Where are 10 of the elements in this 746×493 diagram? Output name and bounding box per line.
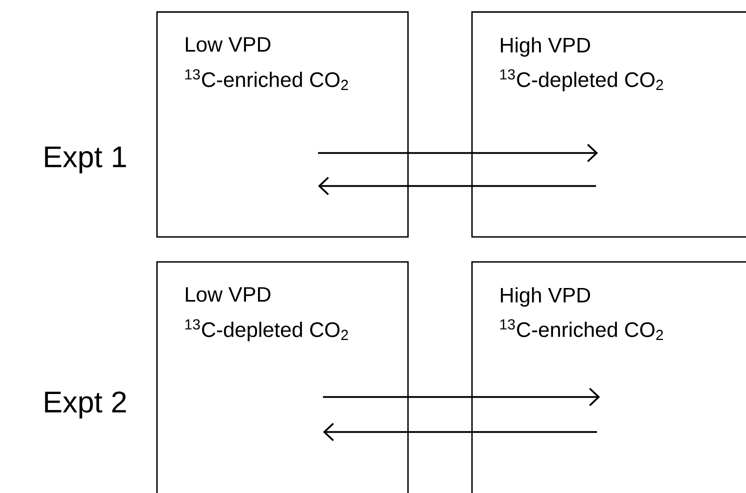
chamber-box: Low VPD $^{13}$C-enriched CO$_{2}$ [156,11,409,238]
arrow [323,388,600,406]
experiment-label: Expt 2 [45,391,126,419]
arrow [318,144,598,162]
experiment-label: Expt 1 [45,146,126,174]
arrow [323,422,597,442]
arrow [318,176,596,196]
chamber-box: Low VPD $^{13}$C-depleted CO$_{2}$ [156,261,409,493]
chamber-box: High VPD $^{13}$C-enriched CO$_{2}$ [471,261,746,493]
chamber-box: High VPD $^{13}$C-depleted CO$_{2}$ [471,11,746,238]
